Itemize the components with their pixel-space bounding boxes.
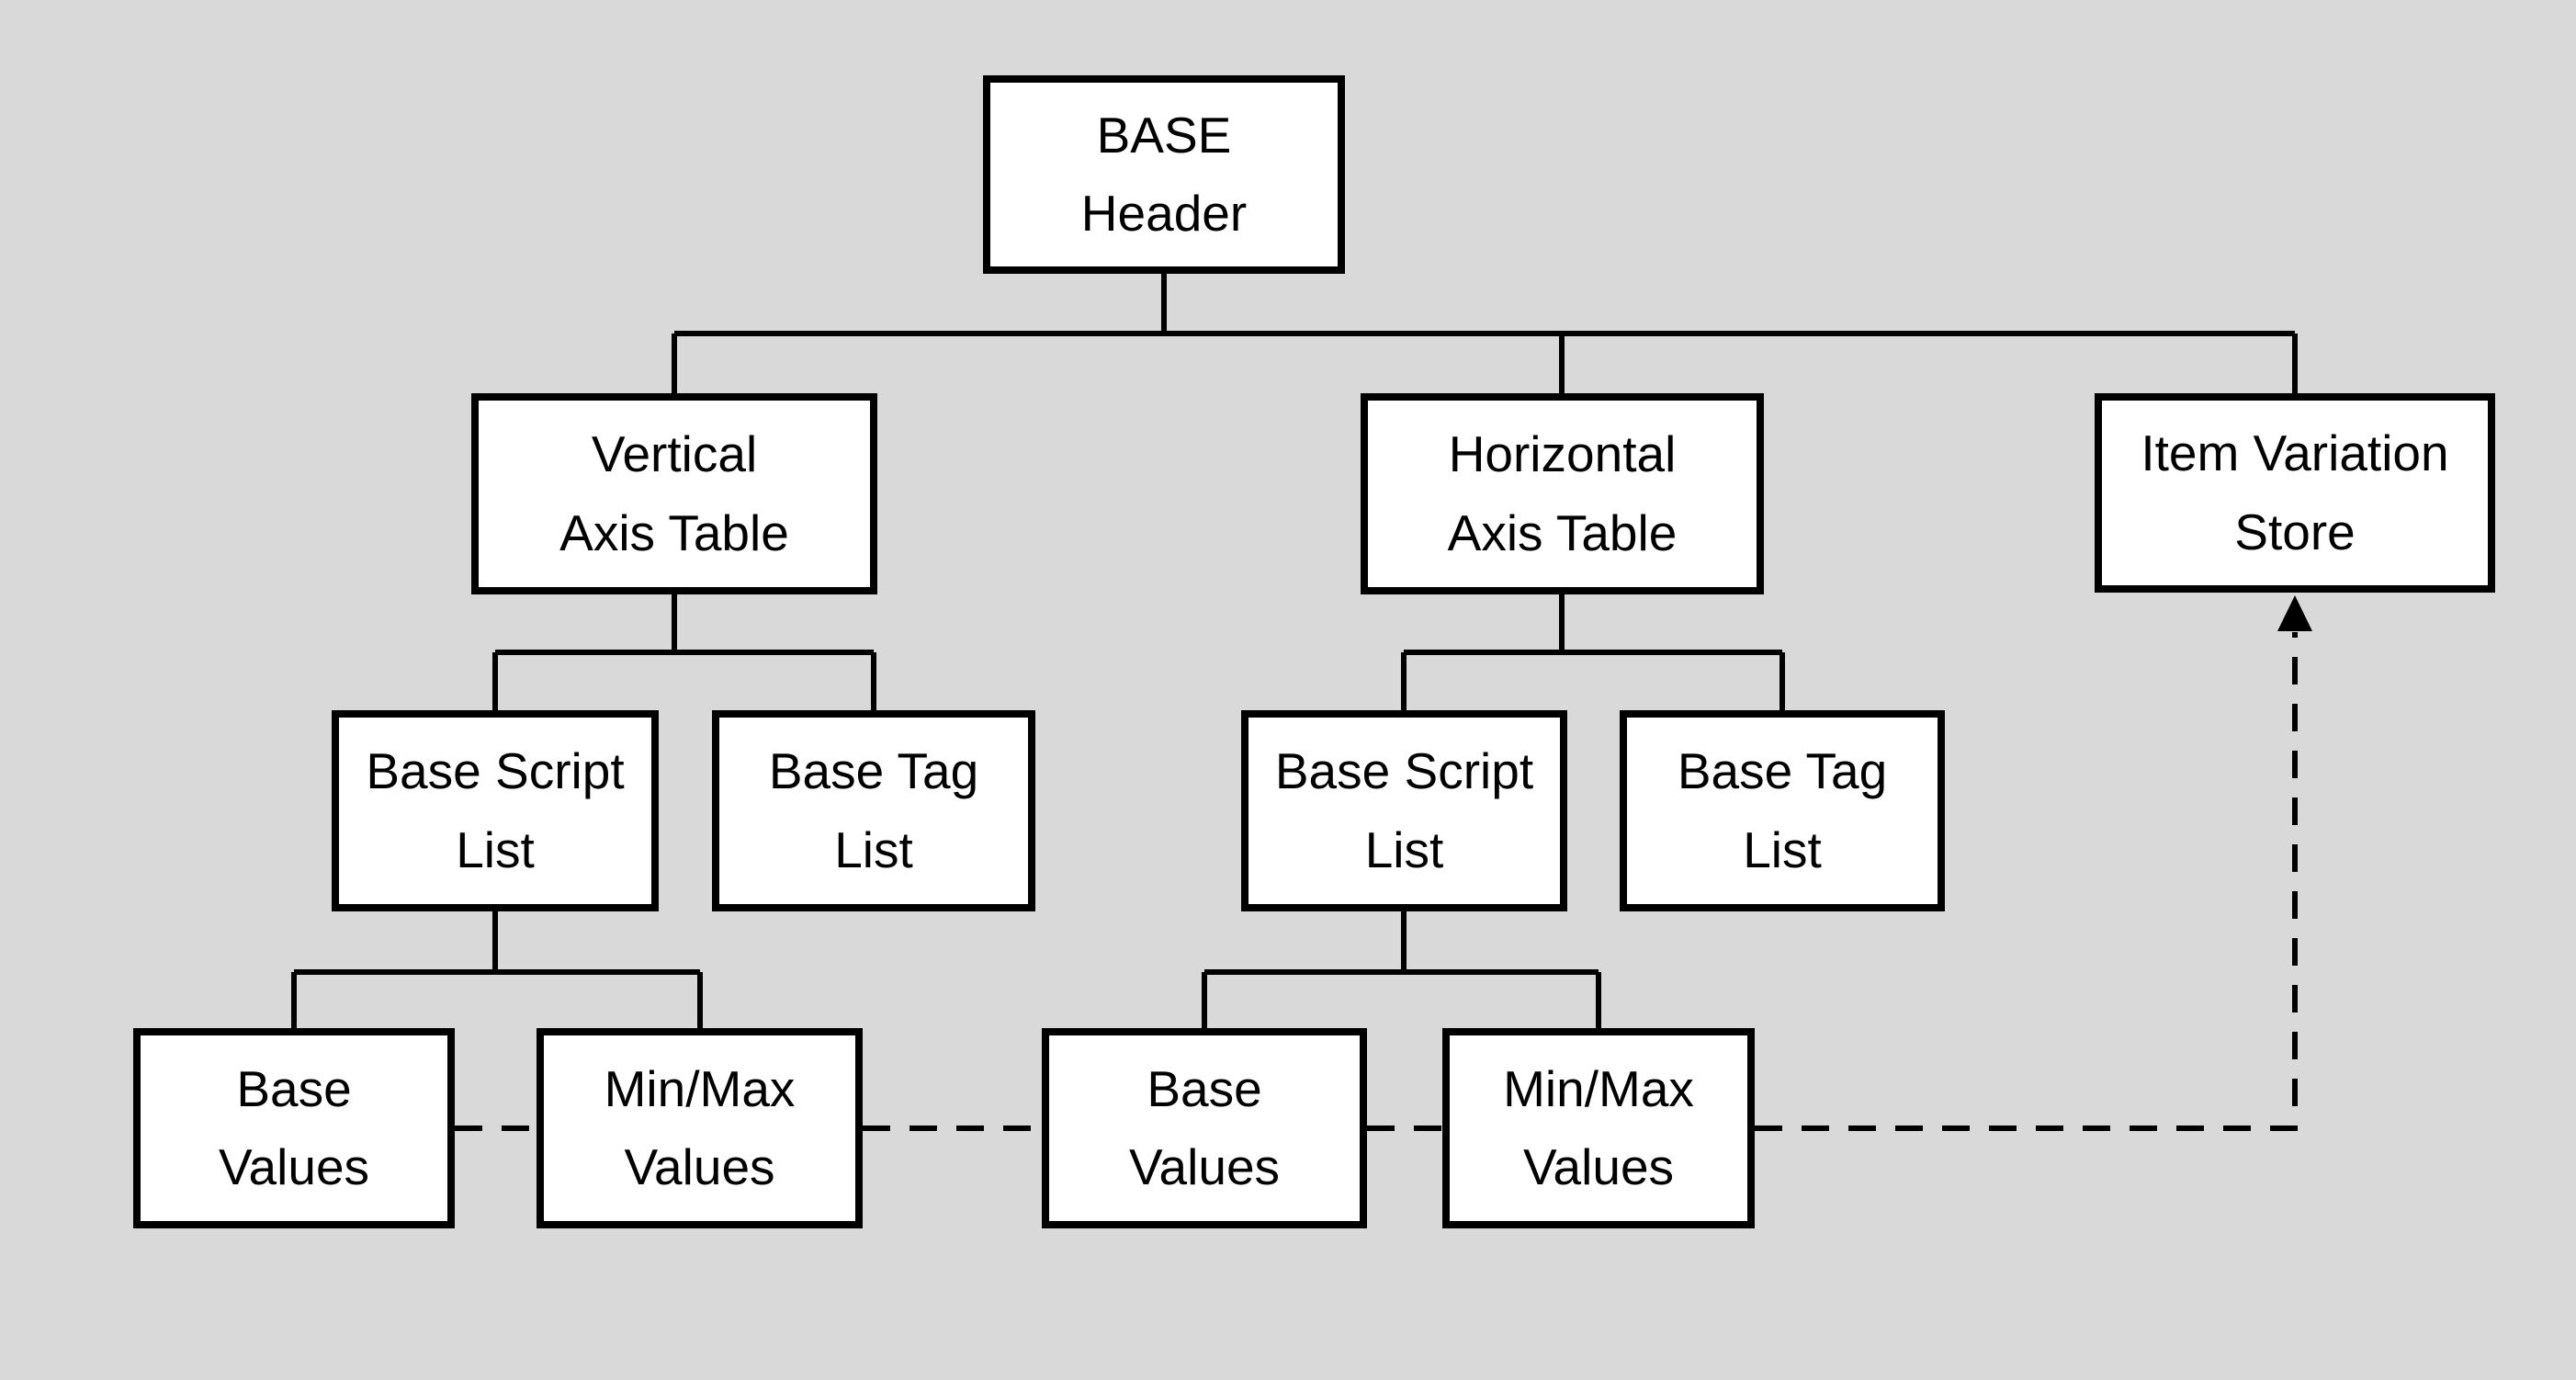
node-label: Min/Max Values — [604, 1059, 796, 1195]
node-label: Base Tag List — [768, 742, 979, 878]
node-horizontal-base-tag-list: Base Tag List — [1620, 710, 1945, 911]
node-label: Base Values — [218, 1059, 370, 1195]
node-base-header: BASE Header — [983, 75, 1345, 274]
node-horizontal-base-script-list: Base Script List — [1241, 710, 1567, 911]
node-horizontal-axis-table: Horizontal Axis Table — [1361, 393, 1764, 594]
node-label: Base Tag List — [1677, 742, 1888, 878]
node-vertical-base-tag-list: Base Tag List — [712, 710, 1035, 911]
node-vertical-base-values: Base Values — [133, 1028, 455, 1228]
node-vertical-axis-table: Vertical Axis Table — [471, 393, 877, 594]
node-label: BASE Header — [1080, 106, 1248, 242]
node-label: Item Variation Store — [2141, 424, 2449, 560]
node-horizontal-minmax-values: Min/Max Values — [1442, 1028, 1755, 1228]
arrowhead-up-icon — [2277, 595, 2312, 631]
node-label: Base Script List — [366, 742, 625, 878]
node-label: Base Script List — [1274, 742, 1534, 878]
node-vertical-base-script-list: Base Script List — [332, 710, 659, 911]
node-label: Base Values — [1128, 1059, 1281, 1195]
node-vertical-minmax-values: Min/Max Values — [537, 1028, 863, 1228]
node-label: Horizontal Axis Table — [1447, 425, 1678, 561]
node-horizontal-base-values: Base Values — [1042, 1028, 1367, 1228]
dashed-link-to-store — [1755, 632, 2298, 1131]
node-label: Min/Max Values — [1503, 1059, 1694, 1195]
node-label: Vertical Axis Table — [559, 425, 789, 561]
node-item-variation-store: Item Variation Store — [2095, 393, 2495, 593]
